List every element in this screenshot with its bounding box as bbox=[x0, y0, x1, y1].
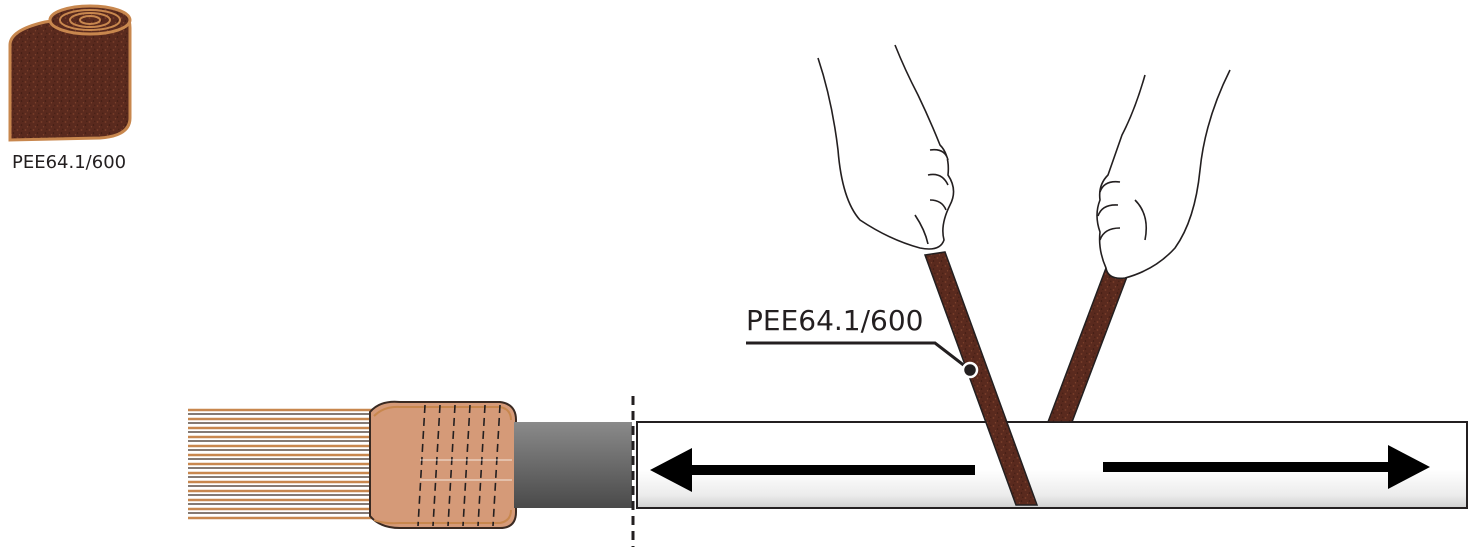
conductor-compressed-section bbox=[369, 400, 517, 529]
hand-right-icon bbox=[1096, 69, 1231, 280]
hand-left-icon bbox=[817, 44, 955, 250]
arrow-left-icon bbox=[650, 448, 975, 492]
callout-leader bbox=[746, 341, 971, 372]
callout-label: PEE64.1/600 bbox=[746, 304, 924, 337]
conductor-strands bbox=[188, 408, 380, 520]
roll-caption: PEE64.1/600 bbox=[12, 152, 126, 173]
abrasive-roll-icon bbox=[8, 4, 132, 142]
callout-dot bbox=[961, 361, 979, 379]
insulation-segment bbox=[514, 422, 632, 508]
arrow-right-icon bbox=[1103, 445, 1430, 489]
